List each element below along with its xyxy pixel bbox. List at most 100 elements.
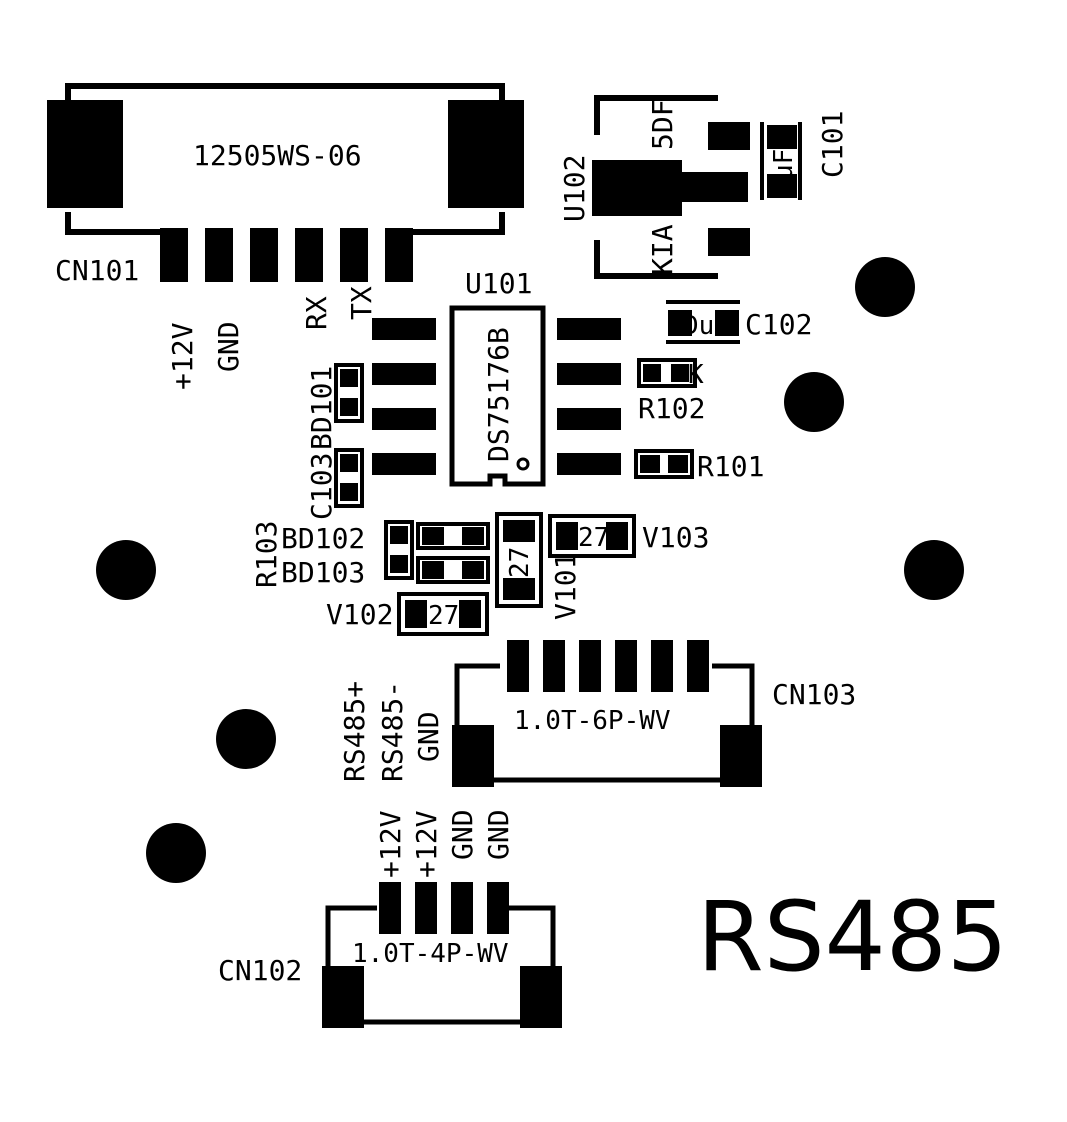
u101-pin-left bbox=[372, 453, 436, 475]
v102-pad-2 bbox=[459, 600, 481, 628]
cn101-mount-pad-left bbox=[47, 100, 123, 208]
r101-pad-2 bbox=[668, 455, 688, 473]
u101-pin1-marker bbox=[516, 457, 530, 471]
u102-pin-3 bbox=[708, 228, 750, 256]
regulator-u102: U102 KIA 5DF bbox=[558, 95, 750, 279]
cn102-pin-label-12v-b: +12V bbox=[410, 810, 443, 878]
cn101-ref-label: CN101 bbox=[55, 254, 139, 287]
cn101-pin-label-tx: TX bbox=[345, 286, 378, 320]
u102-tab-lead bbox=[680, 172, 748, 202]
bd102-outline bbox=[416, 522, 490, 550]
v103-outline bbox=[548, 514, 636, 558]
cn103-mount-pad-left bbox=[452, 725, 494, 787]
bd101-outline bbox=[334, 363, 364, 423]
cn102-pin-label-gnd-b: GND bbox=[482, 809, 515, 860]
cn102-outline-left bbox=[325, 905, 377, 966]
u101-body-outline bbox=[449, 305, 546, 487]
v102-pad-1 bbox=[405, 600, 427, 628]
ferrite-bd102: BD102 bbox=[281, 522, 490, 555]
cn101-outline-right bbox=[412, 212, 505, 235]
cn103-pin-label-rs485-minus: RS485- bbox=[376, 681, 409, 782]
v102-outline bbox=[397, 592, 489, 636]
mounting-hole bbox=[216, 709, 276, 769]
cn103-part-label: 1.0T-6P-WV bbox=[514, 706, 671, 736]
capacitor-c103: C103 bbox=[305, 448, 364, 520]
u102-tab-pad bbox=[592, 160, 682, 216]
r103-ref-label: R103 bbox=[250, 521, 283, 588]
connector-cn101: 12505WS-06 CN101 +12V GND RX TX bbox=[47, 83, 524, 390]
u102-outline-bottom bbox=[594, 240, 718, 279]
r101-ref-label: R101 bbox=[697, 450, 764, 483]
cn102-pin-4 bbox=[487, 882, 509, 934]
c101-ref-label: C101 bbox=[816, 111, 849, 178]
connector-cn102: +12V +12V GND GND 1.0T-4P-WV CN102 bbox=[218, 809, 562, 1028]
cn102-pin-2 bbox=[415, 882, 437, 934]
mounting-hole bbox=[855, 257, 915, 317]
mounting-hole bbox=[784, 372, 844, 432]
cn101-pin-label-rx: RX bbox=[300, 296, 333, 330]
connector-cn103: 1.0T-6P-WV CN103 RS485+ RS485- GND bbox=[338, 640, 856, 787]
resistor-r103: R103 bbox=[250, 520, 414, 588]
u101-pin-right bbox=[557, 363, 621, 385]
cn103-outline-left bbox=[454, 663, 500, 725]
cn103-pin-label-gnd: GND bbox=[412, 711, 445, 762]
cn103-pin-2 bbox=[543, 640, 565, 692]
cn103-pin-label-rs485-plus: RS485+ bbox=[338, 681, 371, 782]
u102-outline-top bbox=[594, 95, 718, 135]
u102-ref-label: U102 bbox=[558, 155, 591, 222]
c103-ref-label: C103 bbox=[305, 453, 338, 520]
v102-ref-label: V102 bbox=[326, 598, 393, 631]
resistor-r101: R101 bbox=[634, 449, 764, 483]
c101-pad-2 bbox=[767, 174, 797, 198]
c102-ref-label: C102 bbox=[745, 308, 812, 341]
u101-pin-left bbox=[372, 363, 436, 385]
c103-pad-2 bbox=[340, 483, 358, 501]
tvs-v102: 27 V102 bbox=[326, 592, 489, 636]
u101-part-label: DS75176B bbox=[482, 327, 515, 462]
cn101-pin-5 bbox=[340, 228, 368, 282]
capacitor-c101: uF C101 bbox=[760, 111, 849, 200]
tvs-v103: 27 V103 bbox=[548, 514, 709, 558]
u102-pin-1 bbox=[708, 122, 750, 150]
u101-pin-right bbox=[557, 408, 621, 430]
c103-pad-1 bbox=[340, 454, 358, 472]
r102-pad-1 bbox=[643, 364, 661, 382]
c102-pad-2 bbox=[715, 310, 739, 336]
cn101-pin-3 bbox=[250, 228, 278, 282]
c102-pad-1 bbox=[668, 310, 692, 336]
capacitor-c102: Du C102 bbox=[666, 300, 812, 344]
cn103-pin-4 bbox=[615, 640, 637, 692]
cn103-mount-pad-right bbox=[720, 725, 762, 787]
r103-pad-1 bbox=[390, 526, 408, 544]
v103-value-label: 27 bbox=[578, 523, 609, 553]
bd102-ref-label: BD102 bbox=[281, 522, 365, 555]
r102-pad-2 bbox=[671, 364, 689, 382]
cn103-pin-5 bbox=[651, 640, 673, 692]
cn101-part-label: 12505WS-06 bbox=[193, 139, 362, 172]
bd101-ref-label: BD101 bbox=[305, 366, 338, 450]
cn102-outline-right bbox=[505, 905, 556, 966]
r103-outline bbox=[384, 520, 414, 580]
bd103-pad-1 bbox=[422, 561, 444, 579]
cn102-ref-label: CN102 bbox=[218, 954, 302, 987]
cn103-ref-label: CN103 bbox=[772, 678, 856, 711]
bd101-pad-2 bbox=[340, 398, 358, 416]
v101-outline bbox=[495, 512, 543, 608]
u102-part-label-b: 5DF bbox=[646, 99, 679, 150]
cn102-pin-label-gnd-a: GND bbox=[446, 809, 479, 860]
u101-pin-left bbox=[372, 318, 436, 340]
cn103-pin-1 bbox=[507, 640, 529, 692]
v103-pad-1 bbox=[556, 522, 578, 550]
c101-pad-1 bbox=[767, 125, 797, 149]
mounting-hole bbox=[146, 823, 206, 883]
cn102-mount-pad-left bbox=[322, 966, 364, 1028]
ferrite-bd101: BD101 bbox=[305, 363, 364, 450]
board-title: RS485 bbox=[697, 881, 1008, 993]
cn101-pin-label-gnd: GND bbox=[212, 321, 245, 372]
u101-ref-label: U101 bbox=[465, 267, 532, 300]
r101-outline bbox=[634, 449, 694, 479]
bd103-ref-label: BD103 bbox=[281, 556, 365, 589]
ferrite-bd103: BD103 bbox=[281, 556, 490, 589]
v101-ref-label: V101 bbox=[549, 553, 582, 620]
cn101-pin-6 bbox=[385, 228, 413, 282]
